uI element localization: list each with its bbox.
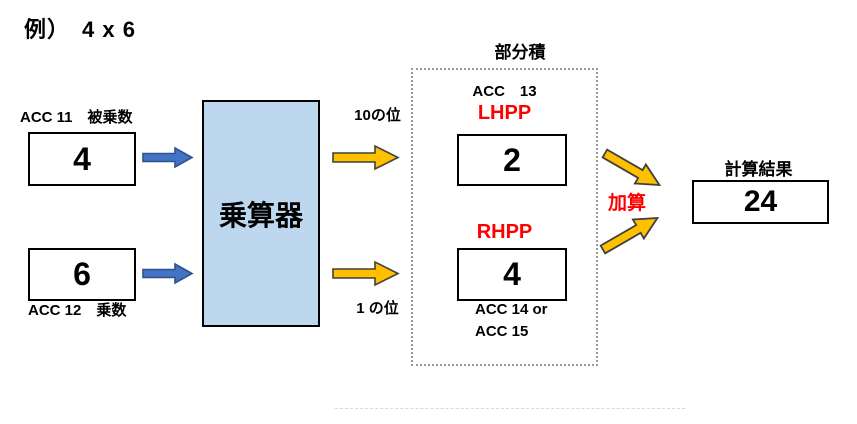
lhpp-register-label: ACC 13	[472, 83, 537, 100]
partial-product-group-box	[411, 68, 598, 366]
rhpp-value: 4	[503, 256, 521, 292]
page-title: 例） 4 x 6	[24, 17, 136, 42]
multiplier-unit-box: 乗算器	[202, 100, 320, 327]
multiplier-value: 6	[73, 256, 91, 292]
addition-label: 加算	[608, 193, 647, 214]
slide-placeholder-divider	[335, 408, 685, 409]
rhpp-register-label-line1: ACC 14 or	[475, 301, 548, 318]
ones-output-arrow-icon	[332, 260, 400, 287]
multiplier-unit-label: 乗算器	[218, 199, 303, 231]
rhpp-label: RHPP	[476, 221, 533, 243]
ones-place-label: 1 の位	[356, 300, 399, 317]
add-lower-arrow-icon	[596, 206, 666, 262]
rhpp-value-box: 4	[457, 248, 567, 301]
multiplicand-arrow-icon	[142, 146, 194, 169]
multiplier-register-label: ACC 12 乗数	[28, 302, 127, 319]
lhpp-value-box: 2	[457, 134, 567, 186]
add-upper-arrow-icon	[598, 142, 668, 198]
multiplicand-register-label: ACC 11 被乗数	[20, 109, 133, 126]
lhpp-value: 2	[503, 141, 521, 178]
multiplicand-value: 4	[73, 140, 91, 177]
multiplier-value-box: 6	[28, 248, 136, 301]
multiplier-arrow-icon	[142, 262, 194, 285]
result-value-box: 24	[692, 180, 829, 224]
tens-output-arrow-icon	[332, 144, 400, 171]
rhpp-register-label-line2: ACC 15	[475, 323, 529, 340]
result-value: 24	[743, 185, 778, 218]
tens-place-label: 10の位	[354, 107, 401, 124]
partial-product-title: 部分積	[494, 43, 546, 62]
multiplicand-value-box: 4	[28, 132, 136, 186]
result-title: 計算結果	[724, 160, 793, 179]
lhpp-label: LHPP	[477, 102, 532, 124]
